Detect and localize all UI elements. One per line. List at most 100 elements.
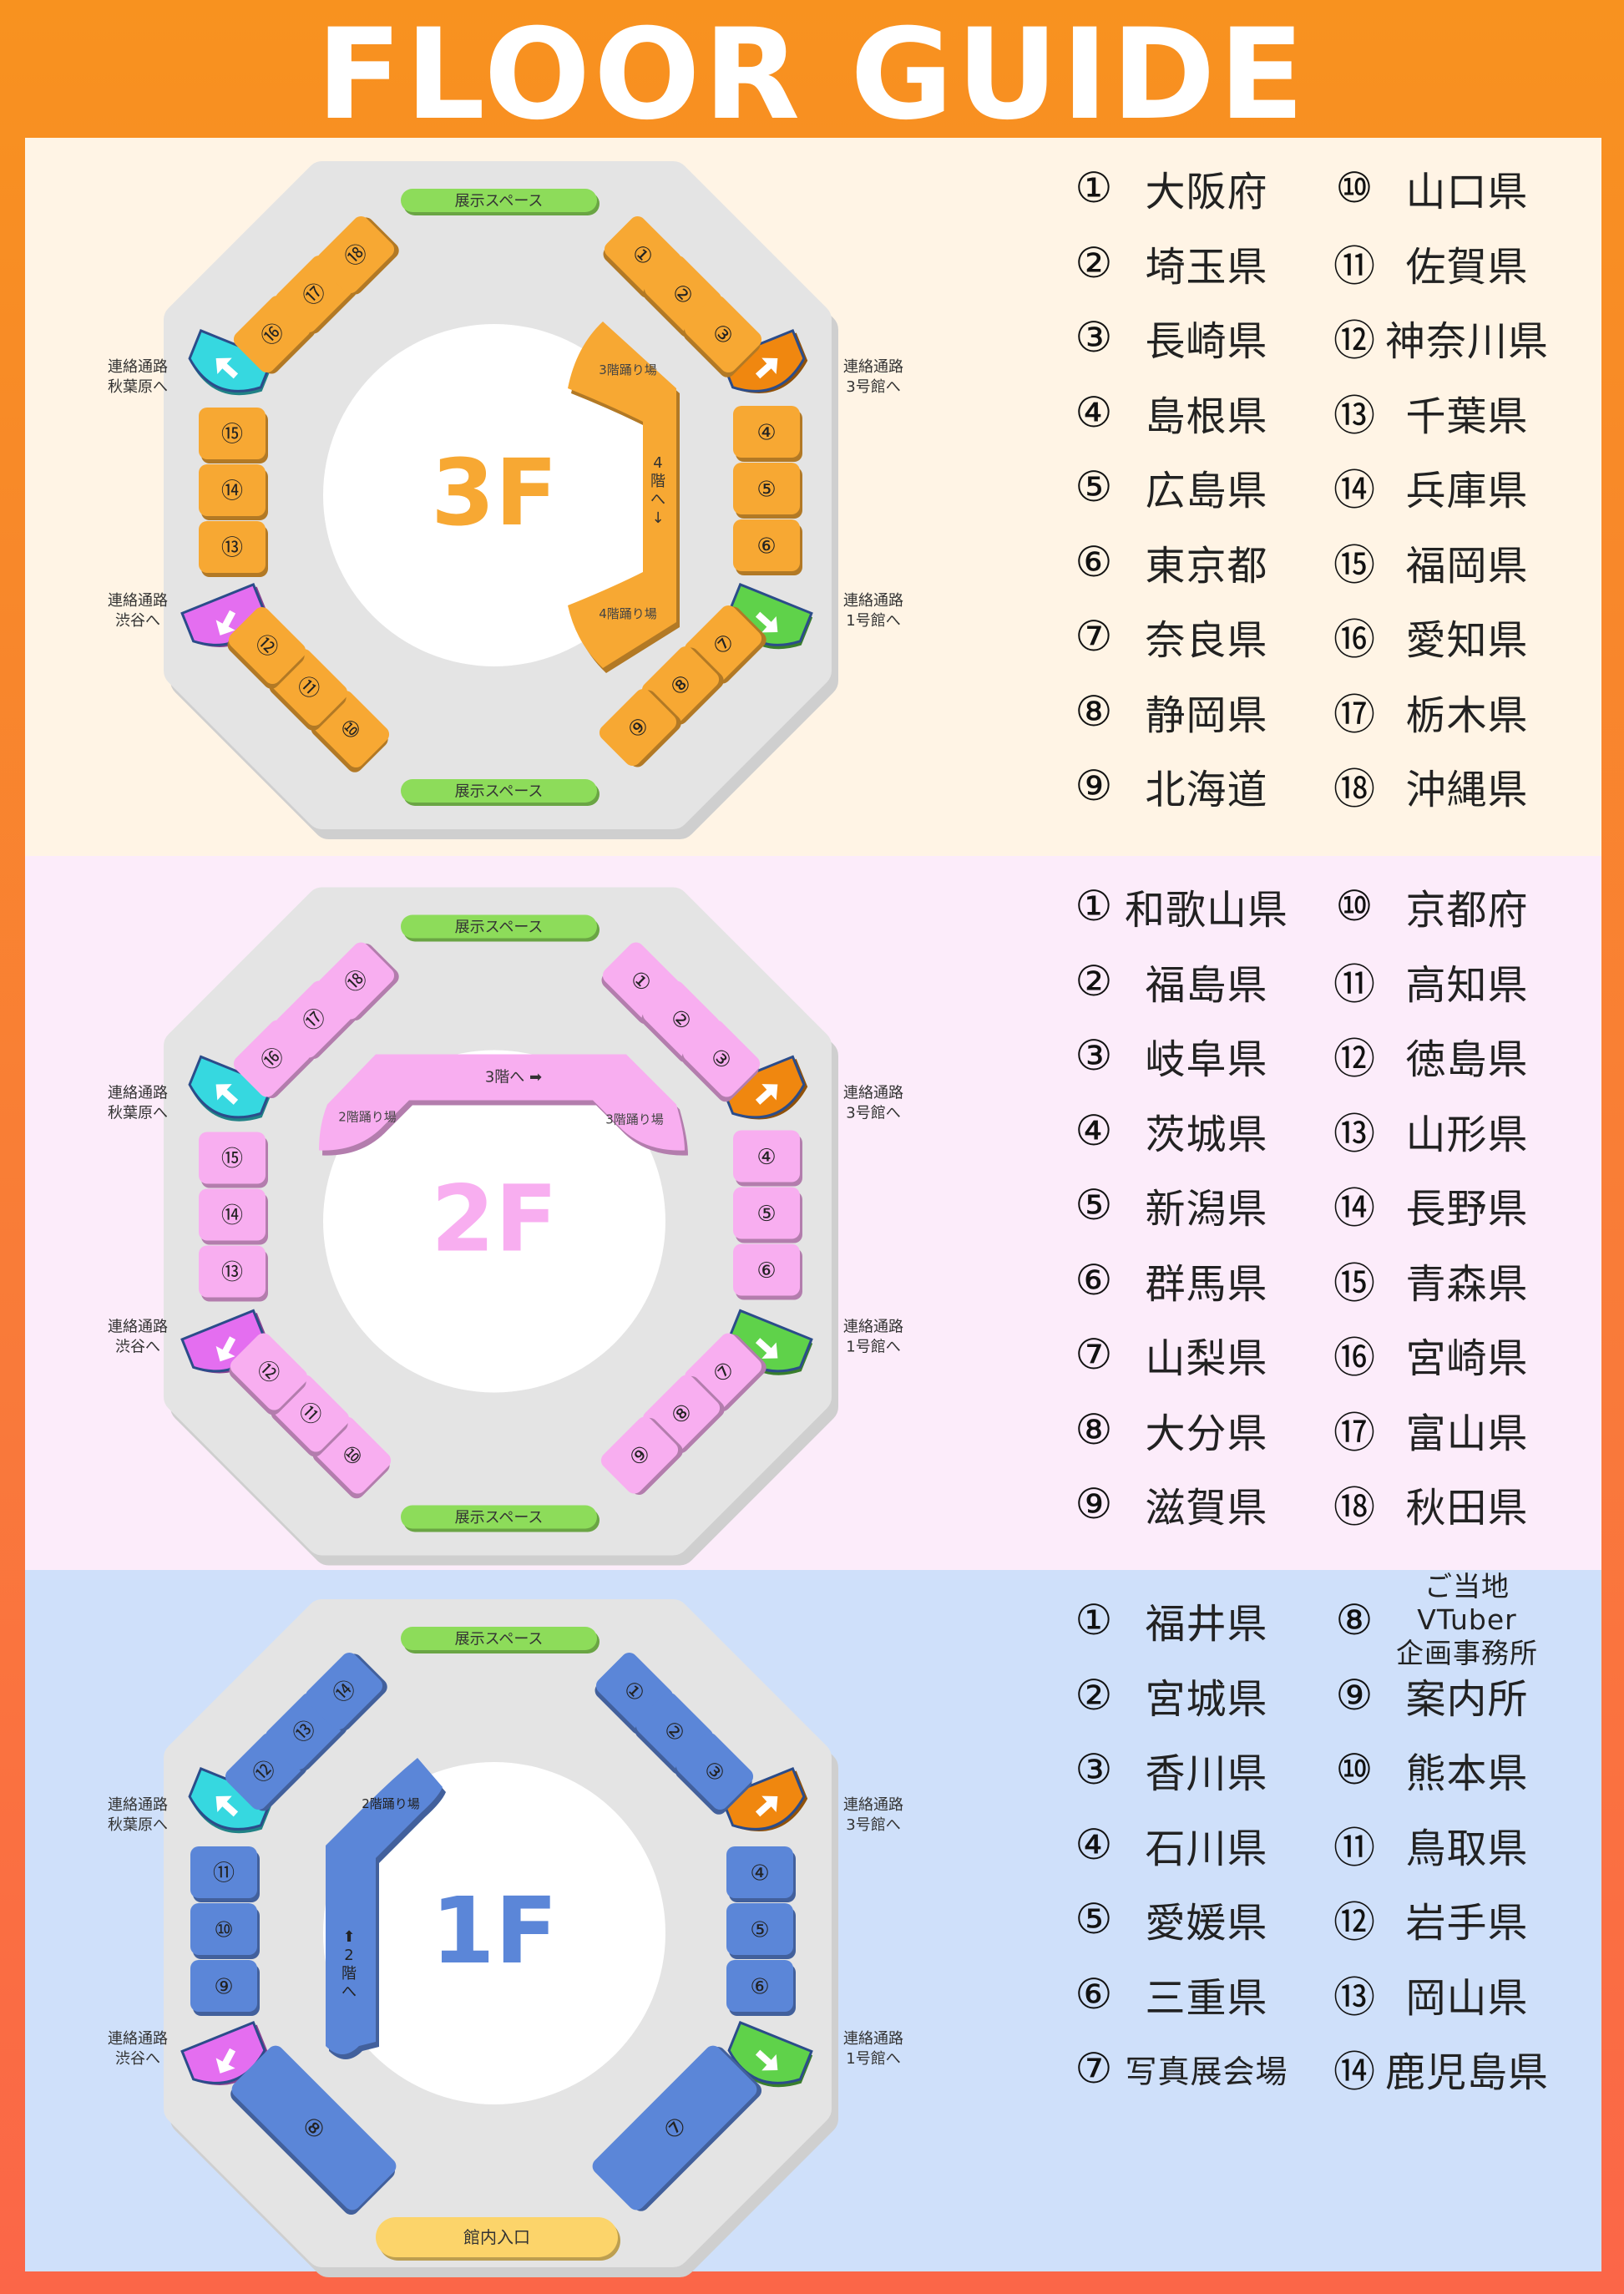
exhibit-space-top: 展示スペース: [401, 914, 600, 942]
booth-12[interactable]: ⑫: [224, 1329, 312, 1418]
exhibit-space-top-label: 展示スペース: [455, 192, 544, 210]
legend-number: ⑩: [1335, 882, 1374, 930]
booth-8-vtuber-office[interactable]: ⑧: [225, 2042, 402, 2218]
booth-13[interactable]: ⑬: [199, 521, 268, 577]
bldg3-arrow-tab[interactable]: [720, 1055, 813, 1131]
booth-5[interactable]: ⑤: [733, 463, 802, 519]
legend-name: 神奈川県: [1384, 318, 1549, 365]
booth-3[interactable]: ③: [676, 1016, 765, 1105]
landing-4f-label: 4階踊り場: [599, 606, 657, 621]
booth-5[interactable]: ⑤: [733, 1187, 802, 1243]
booth-12[interactable]: ⑫: [222, 604, 311, 692]
legend-name: 新潟県: [1145, 1186, 1268, 1233]
arrow-icon: [755, 1084, 778, 1105]
booth-6[interactable]: ⑥: [733, 1243, 802, 1300]
legend-name: 和歌山県: [1124, 887, 1288, 934]
booth-7-photo-exhibit[interactable]: ⑦: [589, 2040, 765, 2216]
bldg3-arrow-tab[interactable]: [720, 328, 813, 405]
legend-number: ⑰: [1333, 690, 1375, 739]
booth-number: ⑭: [221, 1203, 243, 1228]
booth-number: ⑥: [750, 1974, 769, 1999]
legend-number: ⑪: [1333, 960, 1375, 1009]
akihabara-arrow-tab[interactable]: [182, 328, 274, 406]
legend-number: ⑨: [1335, 1670, 1374, 1719]
booth-number: ⑩: [214, 1917, 233, 1942]
booth-6[interactable]: ⑥: [733, 519, 802, 575]
legend-number: ⑦: [1075, 2044, 1113, 2093]
booth-14[interactable]: ⑭: [199, 464, 268, 520]
booth-3[interactable]: ③: [670, 1729, 758, 1818]
booth-9[interactable]: ⑨: [190, 1960, 260, 2016]
booth-4[interactable]: ④: [726, 1846, 796, 1902]
legend-number: ③: [1075, 1745, 1113, 1794]
stair-direction-label: 3階へ ➡: [485, 1069, 542, 1086]
page-title: FLOOR GUIDE: [316, 3, 1308, 148]
booth-18[interactable]: ⑱: [314, 937, 402, 1025]
legend-name: 宮城県: [1145, 1675, 1268, 1723]
legend-number: ⑯: [1333, 615, 1375, 664]
arrow-icon: [215, 2048, 236, 2074]
booth-14[interactable]: ⑭: [302, 1648, 391, 1736]
booth-3[interactable]: ③: [678, 292, 766, 381]
booth-18[interactable]: ⑱: [314, 211, 402, 300]
booth-number: ⑮: [221, 422, 243, 447]
booth-number: ⑥: [756, 534, 776, 559]
legend-number: ⑤: [1075, 1895, 1113, 1943]
arrow-icon: [215, 357, 239, 379]
akihabara-arrow-tab[interactable]: [182, 1055, 274, 1132]
legend-name: 静岡県: [1145, 691, 1268, 739]
bldg1-arrow-tab[interactable]: [721, 2020, 813, 2098]
central-atrium: [323, 1762, 665, 2104]
connector-akihabara-label: 連絡通路秋葉原へ: [108, 358, 168, 396]
booth-number: ⑥: [756, 1258, 776, 1284]
legend-number: ⑭: [1333, 466, 1375, 514]
booth-4[interactable]: ④: [733, 1130, 802, 1187]
exhibit-space-top-label: 展示スペース: [455, 919, 544, 936]
booth-5[interactable]: ⑤: [726, 1903, 796, 1959]
booth-11[interactable]: ⑪: [190, 1846, 260, 1902]
legend-number: ⑮: [1333, 540, 1375, 590]
legend-name: 岩手県: [1405, 1900, 1529, 1947]
akihabara-arrow-tab[interactable]: [182, 1766, 274, 1844]
booth-6[interactable]: ⑥: [726, 1960, 796, 2016]
legend-number: ⑧: [1075, 686, 1113, 736]
exhibit-space-bottom-label: 展示スペース: [455, 1509, 544, 1527]
legend-name: 熊本県: [1405, 1750, 1529, 1797]
booth-15[interactable]: ⑮: [199, 408, 268, 463]
booth-9[interactable]: ⑨: [598, 1411, 686, 1500]
booth-10[interactable]: ⑩: [190, 1903, 260, 1959]
booth-13[interactable]: ⑬: [199, 1245, 268, 1302]
exhibit-space-top: 展示スペース: [401, 1627, 600, 1653]
bldg3-arrow-tab[interactable]: [720, 1766, 813, 1843]
landing-3f-label: 3階踊り場: [599, 362, 657, 377]
legend-number: ⑪: [1333, 241, 1375, 291]
booth-4[interactable]: ④: [733, 406, 802, 462]
exhibit-space-top: 展示スペース: [401, 189, 600, 215]
booth-14[interactable]: ⑭: [199, 1188, 268, 1245]
legend-name: 奈良県: [1145, 617, 1268, 664]
booth-15[interactable]: ⑮: [199, 1132, 268, 1188]
legend-name: 長崎県: [1145, 318, 1268, 365]
shibuya-arrow-tab[interactable]: [180, 2020, 274, 2097]
legend-number: ⑥: [1075, 537, 1113, 586]
arrow-icon: [215, 1084, 239, 1105]
booth-9[interactable]: ⑨: [596, 684, 685, 772]
